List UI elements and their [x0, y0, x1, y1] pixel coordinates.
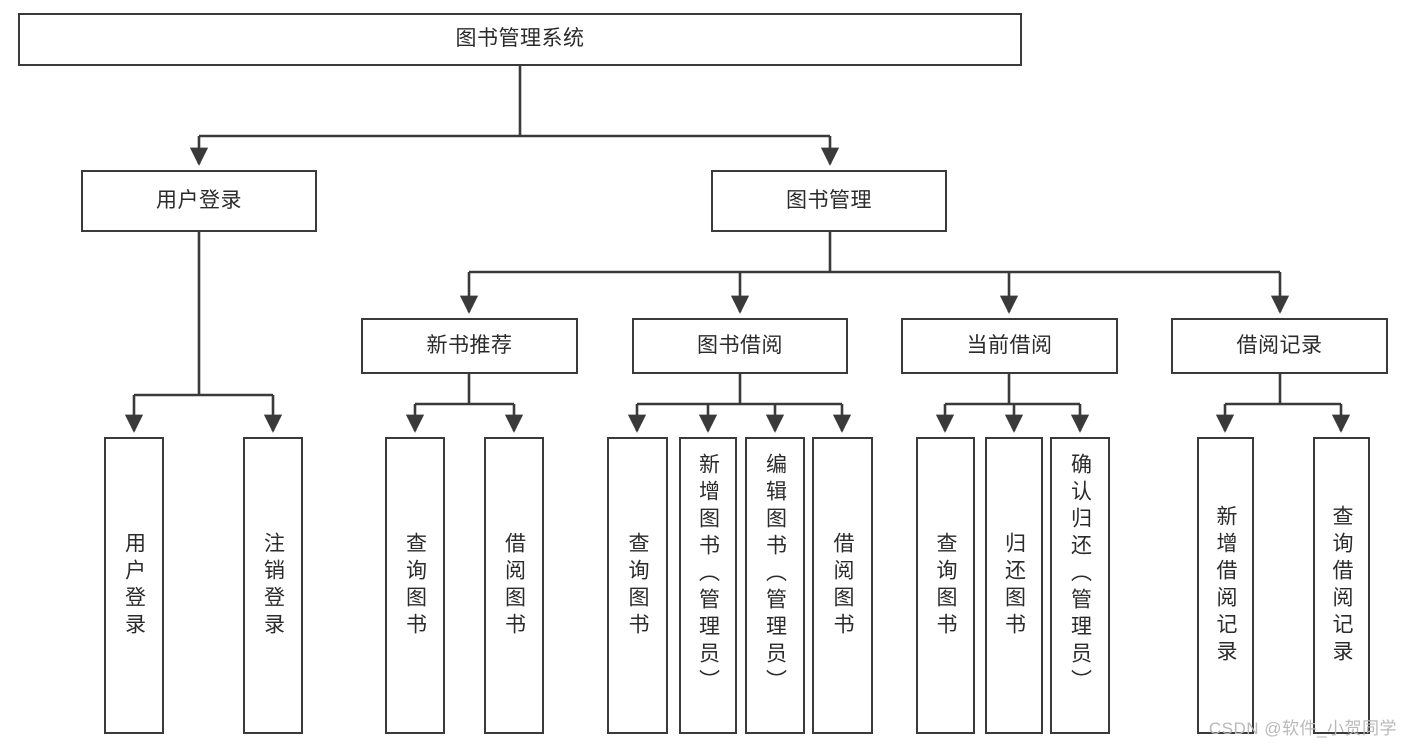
node-leaf-add-borrow-record[interactable]: 新增借阅记录: [1197, 437, 1254, 734]
node-leaf-query-book-2-label: 查询图书: [626, 531, 649, 640]
watermark-text: CSDN @软件_小贺同学: [1208, 719, 1397, 738]
node-current-borrow[interactable]: 当前借阅: [901, 318, 1118, 374]
node-user-login-label: 用户登录: [156, 188, 242, 212]
node-leaf-query-book-3-label: 查询图书: [934, 531, 957, 640]
node-borrow-record[interactable]: 借阅记录: [1171, 318, 1388, 374]
node-leaf-query-book-2[interactable]: 查询图书: [607, 437, 668, 734]
node-leaf-confirm-return-admin-label: 确认归还（管理员）: [1068, 453, 1092, 696]
node-root[interactable]: 图书管理系统: [18, 13, 1022, 66]
node-leaf-logout-label: 注销登录: [261, 531, 285, 640]
node-book-borrow[interactable]: 图书借阅: [632, 318, 848, 374]
node-leaf-edit-book-admin-label: 编辑图书（管理员）: [763, 453, 787, 696]
node-book-borrow-label: 图书借阅: [697, 333, 783, 357]
node-root-label: 图书管理系统: [455, 27, 585, 51]
node-leaf-user-login[interactable]: 用户登录: [104, 437, 164, 734]
node-leaf-edit-book-admin[interactable]: 编辑图书（管理员）: [745, 437, 805, 734]
node-leaf-borrow-book-2-label: 借阅图书: [831, 531, 854, 640]
node-leaf-logout[interactable]: 注销登录: [243, 437, 303, 734]
node-leaf-return-book-label: 归还图书: [1002, 531, 1026, 640]
node-leaf-confirm-return-admin[interactable]: 确认归还（管理员）: [1050, 437, 1110, 734]
node-borrow-record-label: 借阅记录: [1236, 333, 1323, 357]
node-leaf-borrow-book-1[interactable]: 借阅图书: [484, 437, 544, 734]
node-leaf-query-borrow-record-label: 查询借阅记录: [1330, 504, 1353, 667]
node-leaf-borrow-book-1-label: 借阅图书: [502, 531, 526, 640]
node-book-management[interactable]: 图书管理: [711, 170, 947, 232]
node-leaf-query-borrow-record[interactable]: 查询借阅记录: [1313, 437, 1370, 734]
node-current-borrow-label: 当前借阅: [966, 333, 1053, 357]
node-leaf-add-borrow-record-label: 新增借阅记录: [1214, 504, 1237, 667]
node-leaf-add-book-admin[interactable]: 新增图书（管理员）: [679, 437, 737, 734]
node-leaf-borrow-book-2[interactable]: 借阅图书: [812, 437, 873, 734]
node-leaf-query-book-1-label: 查询图书: [403, 531, 427, 640]
node-leaf-add-book-admin-label: 新增图书（管理员）: [696, 453, 720, 696]
node-user-login[interactable]: 用户登录: [81, 170, 317, 232]
node-book-management-label: 图书管理: [786, 188, 872, 212]
node-new-book-recommend-label: 新书推荐: [426, 333, 513, 357]
node-new-book-recommend[interactable]: 新书推荐: [361, 318, 578, 374]
node-leaf-query-book-1[interactable]: 查询图书: [385, 437, 445, 734]
node-leaf-return-book[interactable]: 归还图书: [985, 437, 1043, 734]
node-leaf-user-login-label: 用户登录: [122, 531, 146, 640]
node-leaf-query-book-3[interactable]: 查询图书: [916, 437, 975, 734]
